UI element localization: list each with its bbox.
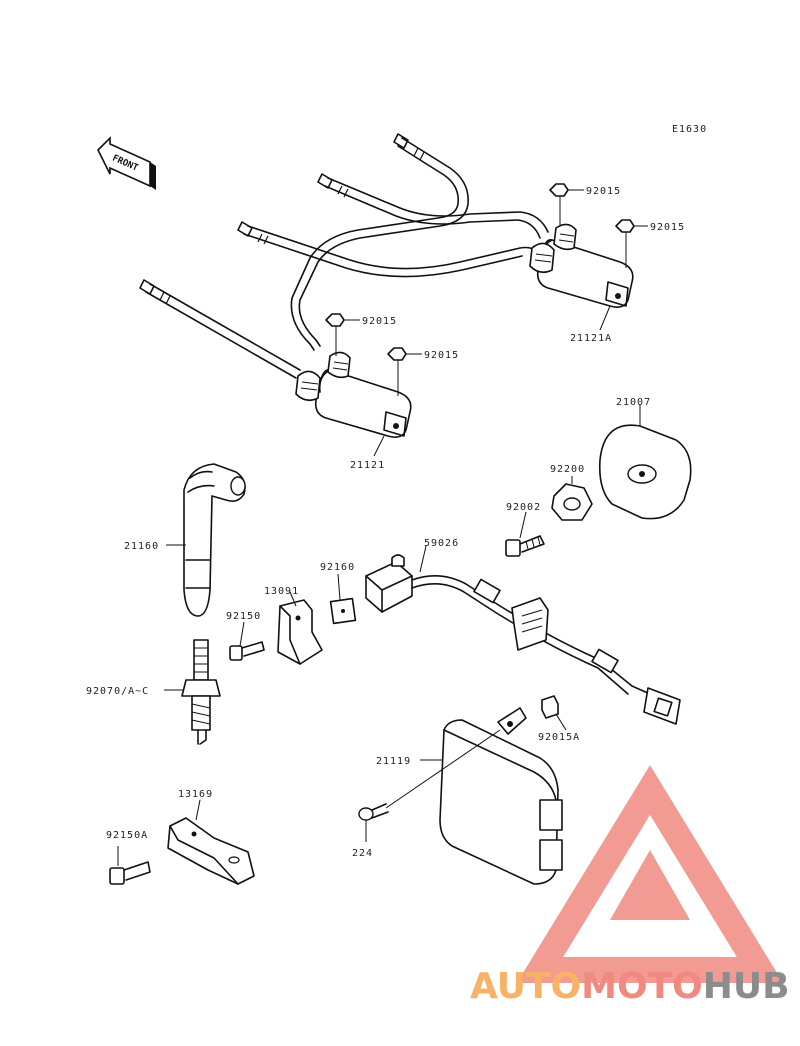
callout-21007: 21007 (616, 397, 651, 408)
watermark-part-moto: MOTO (581, 966, 703, 1007)
ignition-coil-21121A (529, 223, 634, 308)
diagram-code: E1630 (672, 124, 707, 135)
callout-92015-d: 92015 (424, 350, 459, 361)
callout-92015-b: 92015 (650, 222, 685, 233)
collar-92015A (541, 695, 567, 731)
callout-92200: 92200 (550, 464, 585, 475)
callout-92015-a: 92015 (586, 186, 621, 197)
nut-92200 (551, 476, 593, 521)
callout-21121A: 21121A (570, 333, 612, 344)
high-tension-leads (139, 133, 549, 379)
watermark-text: AUTOMOTOHUB (470, 966, 790, 1007)
callout-59026: 59026 (424, 538, 459, 549)
bolt-92002 (505, 511, 545, 557)
callout-92070: 92070/A~C (86, 686, 149, 697)
watermark-part-hub: HUB (703, 966, 790, 1007)
watermark-logo (516, 765, 784, 983)
callout-92015A: 92015A (538, 732, 580, 743)
callout-224: 224 (352, 848, 373, 859)
callout-92150: 92150 (226, 611, 261, 622)
callout-13091: 13091 (264, 586, 299, 597)
callout-92002: 92002 (506, 502, 541, 513)
callout-92160: 92160 (320, 562, 355, 573)
pickup-coil-59026 (365, 545, 681, 725)
callout-21121: 21121 (350, 460, 385, 471)
igniter-21119 (420, 707, 563, 885)
plate-92160 (329, 573, 357, 625)
bracket-13169 (167, 799, 255, 885)
watermark-part-auto: AUTO (470, 966, 581, 1007)
bolt-92150 (229, 621, 265, 661)
timing-rotor-21007 (598, 404, 692, 520)
front-arrow-icon: FRONT (97, 136, 156, 190)
callout-21160: 21160 (124, 541, 159, 552)
nut-92015-b (615, 219, 648, 268)
nut-92015-d (387, 347, 422, 396)
plug-cap-21160 (166, 463, 246, 617)
bolt-92150A (109, 846, 151, 885)
spark-plug-92070 (164, 639, 221, 745)
callout-21119: 21119 (376, 756, 411, 767)
callout-92015-c: 92015 (362, 316, 397, 327)
watermark-triangle-icon (516, 765, 784, 983)
ignition-coil-21121 (295, 351, 412, 438)
callout-92150A: 92150A (106, 830, 148, 841)
bracket-13091 (277, 591, 323, 665)
nut-92015-a (549, 183, 584, 226)
screw-224 (358, 729, 501, 842)
nut-92015-c (325, 313, 360, 356)
callout-13169: 13169 (178, 789, 213, 800)
